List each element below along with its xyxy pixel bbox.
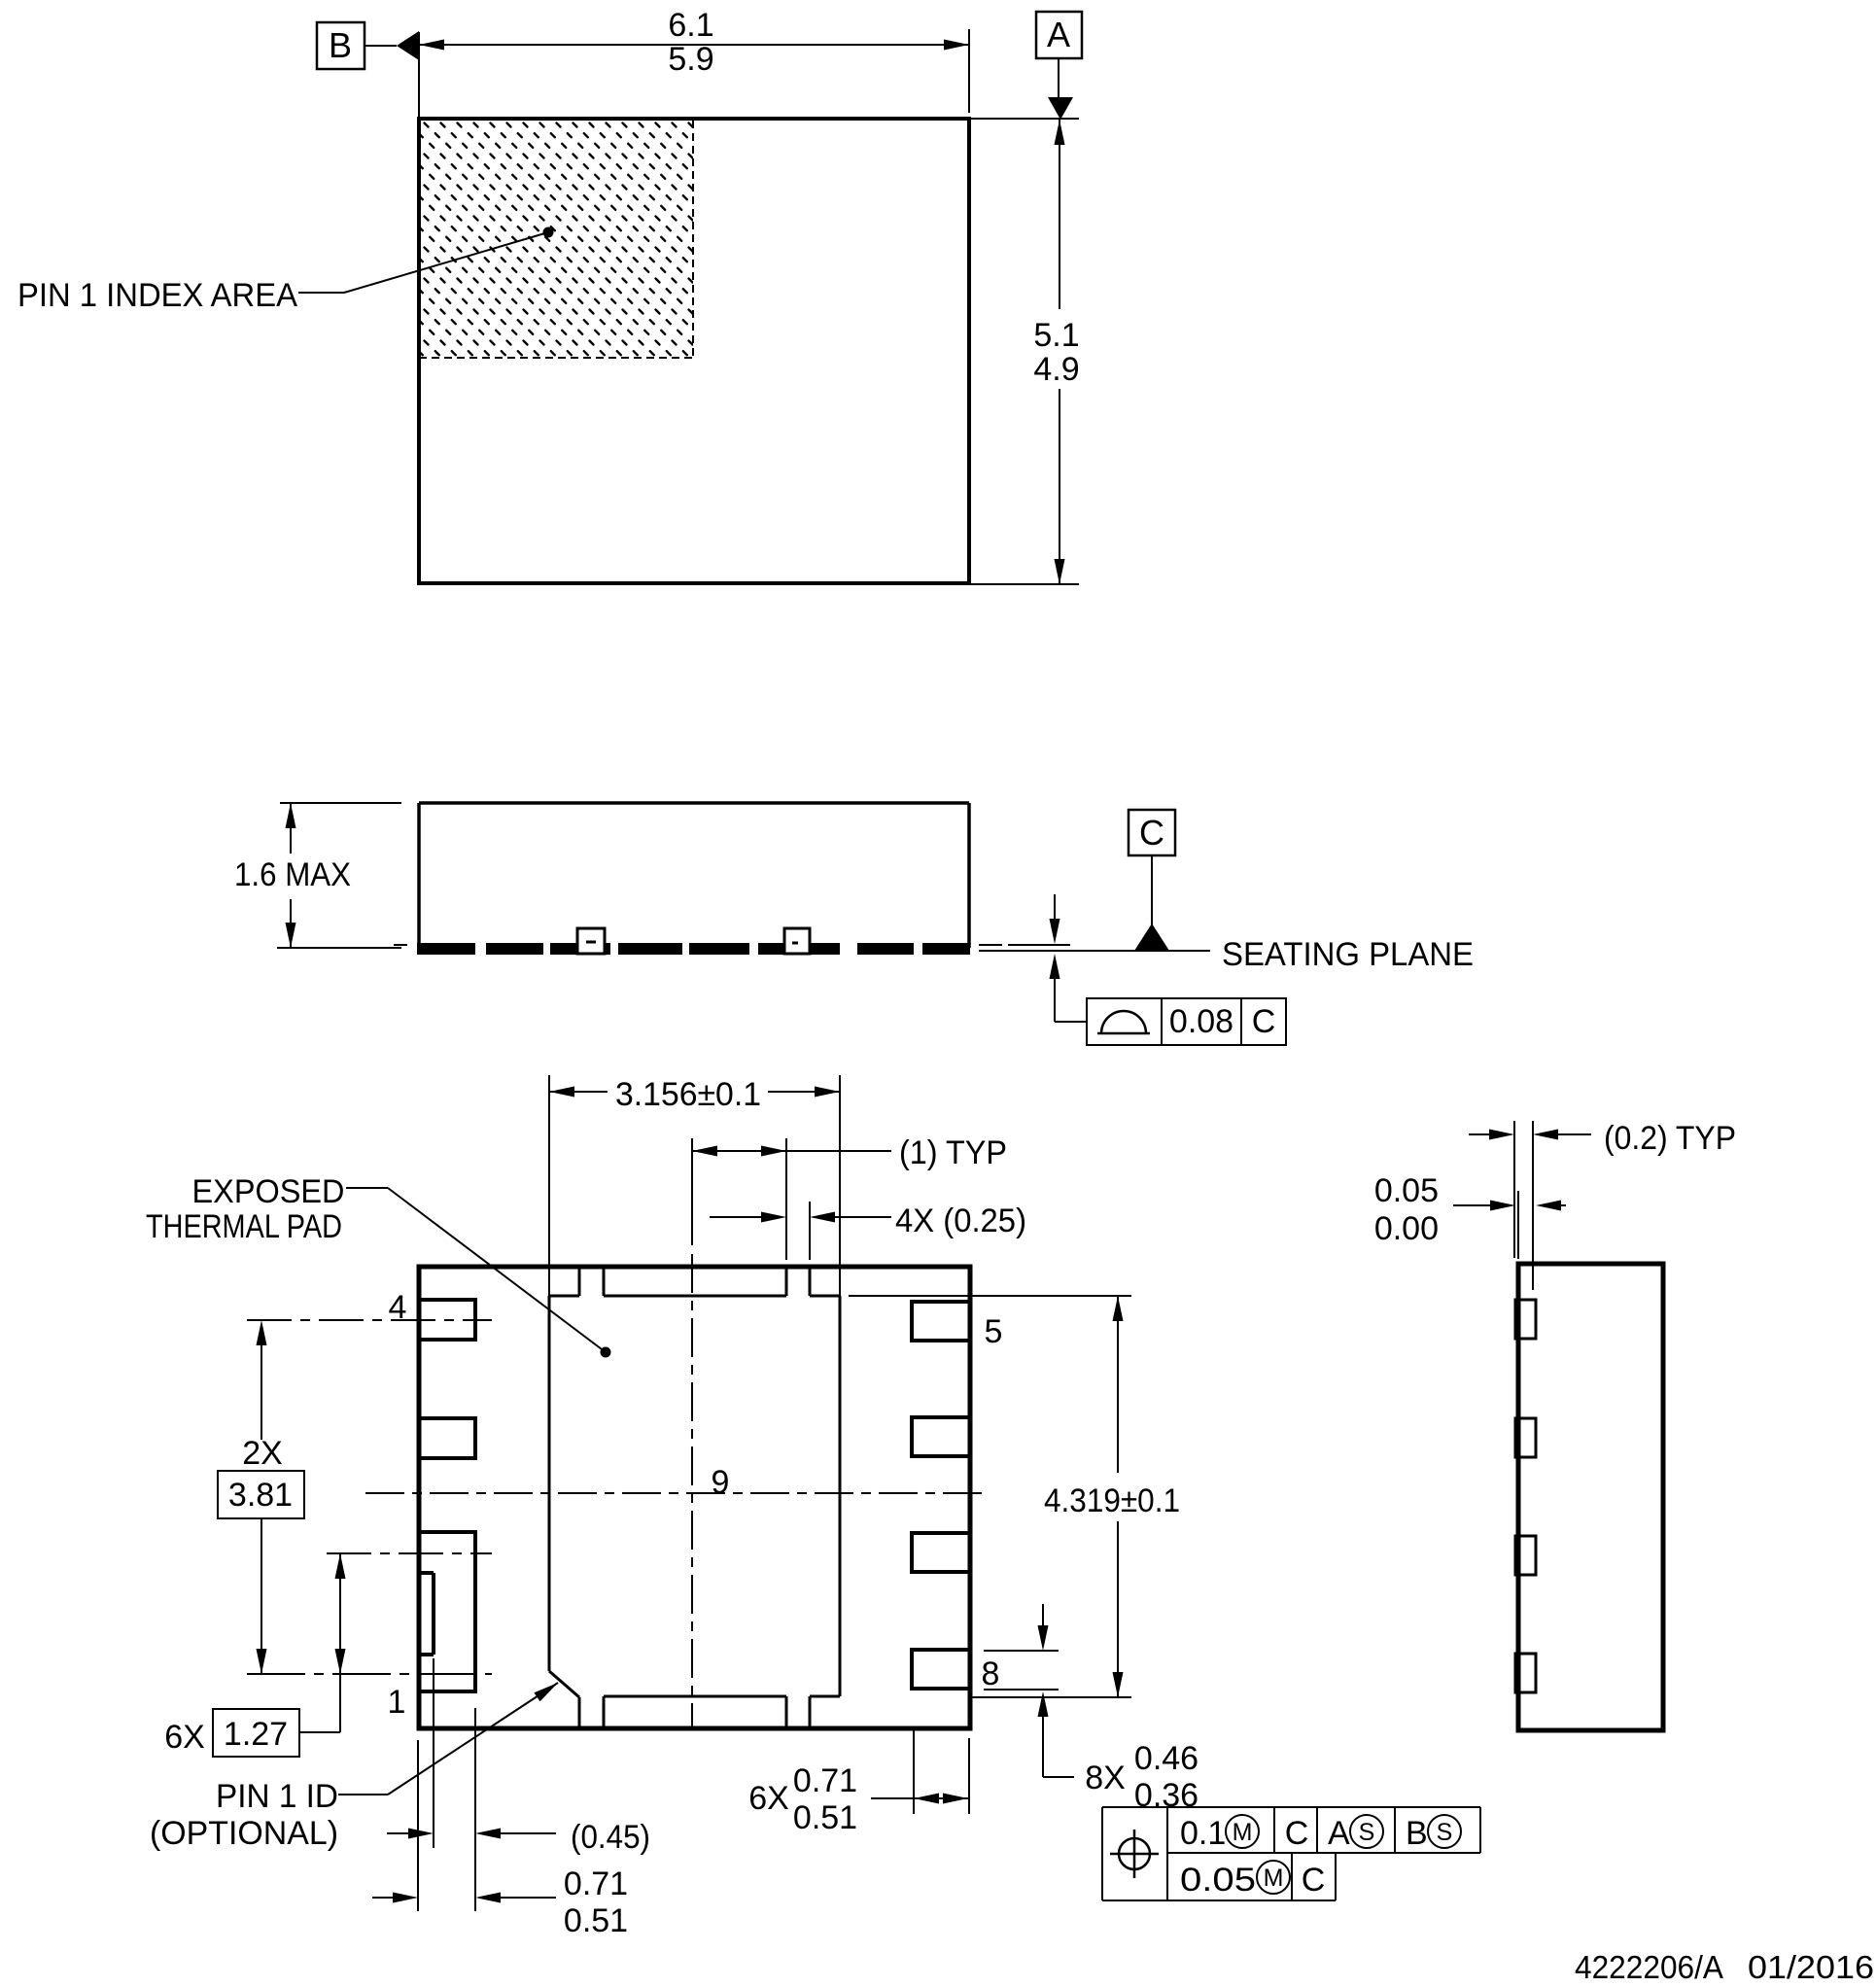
svg-text:1.27: 1.27: [224, 1716, 288, 1753]
svg-text:C: C: [1139, 813, 1164, 853]
svg-text:0.46: 0.46: [1134, 1740, 1199, 1777]
svg-text:5: 5: [985, 1313, 1003, 1350]
svg-text:S: S: [1437, 1819, 1453, 1846]
svg-text:8: 8: [982, 1656, 1000, 1692]
svg-text:0.08: 0.08: [1169, 1003, 1233, 1040]
svg-text:01/2016: 01/2016: [1748, 1949, 1874, 1985]
svg-text:3.156±0.1: 3.156±0.1: [615, 1076, 761, 1113]
svg-text:0.05: 0.05: [1374, 1172, 1439, 1209]
svg-text:0.1: 0.1: [1180, 1815, 1226, 1852]
svg-text:4222206/A: 4222206/A: [1575, 1949, 1723, 1985]
svg-text:(OPTIONAL): (OPTIONAL): [150, 1815, 338, 1852]
svg-text:PIN 1 ID: PIN 1 ID: [216, 1778, 338, 1815]
svg-text:THERMAL PAD: THERMAL PAD: [146, 1208, 342, 1245]
svg-text:9: 9: [712, 1464, 730, 1501]
svg-text:(0.2) TYP: (0.2) TYP: [1604, 1120, 1736, 1157]
svg-text:M: M: [1264, 1865, 1284, 1892]
svg-text:EXPOSED: EXPOSED: [192, 1173, 345, 1210]
svg-text:C: C: [1302, 1862, 1326, 1899]
svg-text:5.1: 5.1: [1033, 317, 1079, 354]
svg-text:6X: 6X: [748, 1780, 789, 1817]
svg-text:M: M: [1233, 1819, 1253, 1846]
svg-text:1: 1: [388, 1684, 406, 1721]
svg-text:0.71: 0.71: [564, 1865, 628, 1902]
svg-text:4X (0.25): 4X (0.25): [895, 1203, 1026, 1239]
svg-text:B: B: [1406, 1815, 1428, 1852]
svg-text:C: C: [1285, 1815, 1309, 1852]
svg-text:4.9: 4.9: [1033, 351, 1079, 388]
svg-text:(0.45): (0.45): [571, 1819, 650, 1856]
svg-text:PIN 1 INDEX AREA: PIN 1 INDEX AREA: [17, 277, 297, 314]
svg-text:0.51: 0.51: [793, 1799, 857, 1836]
svg-text:2X: 2X: [242, 1435, 283, 1472]
svg-text:0.00: 0.00: [1374, 1210, 1439, 1247]
svg-text:SEATING PLANE: SEATING PLANE: [1222, 936, 1474, 973]
svg-text:8X: 8X: [1085, 1760, 1126, 1796]
svg-text:6X: 6X: [164, 1719, 205, 1756]
svg-text:0.51: 0.51: [564, 1902, 628, 1939]
svg-text:1.6 MAX: 1.6 MAX: [234, 856, 351, 893]
svg-text:A: A: [1047, 15, 1070, 54]
svg-text:S: S: [1359, 1819, 1375, 1846]
svg-text:6.1: 6.1: [668, 7, 713, 44]
svg-text:4: 4: [389, 1289, 407, 1326]
svg-text:A: A: [1328, 1815, 1350, 1852]
svg-text:C: C: [1252, 1003, 1276, 1040]
svg-text:0.71: 0.71: [793, 1762, 857, 1799]
svg-text:4.319±0.1: 4.319±0.1: [1044, 1482, 1180, 1519]
svg-text:3.81: 3.81: [228, 1477, 293, 1514]
svg-text:(1) TYP: (1) TYP: [899, 1134, 1007, 1171]
svg-text:0.05: 0.05: [1180, 1862, 1256, 1899]
svg-text:5.9: 5.9: [668, 41, 713, 78]
svg-text:B: B: [329, 25, 352, 65]
